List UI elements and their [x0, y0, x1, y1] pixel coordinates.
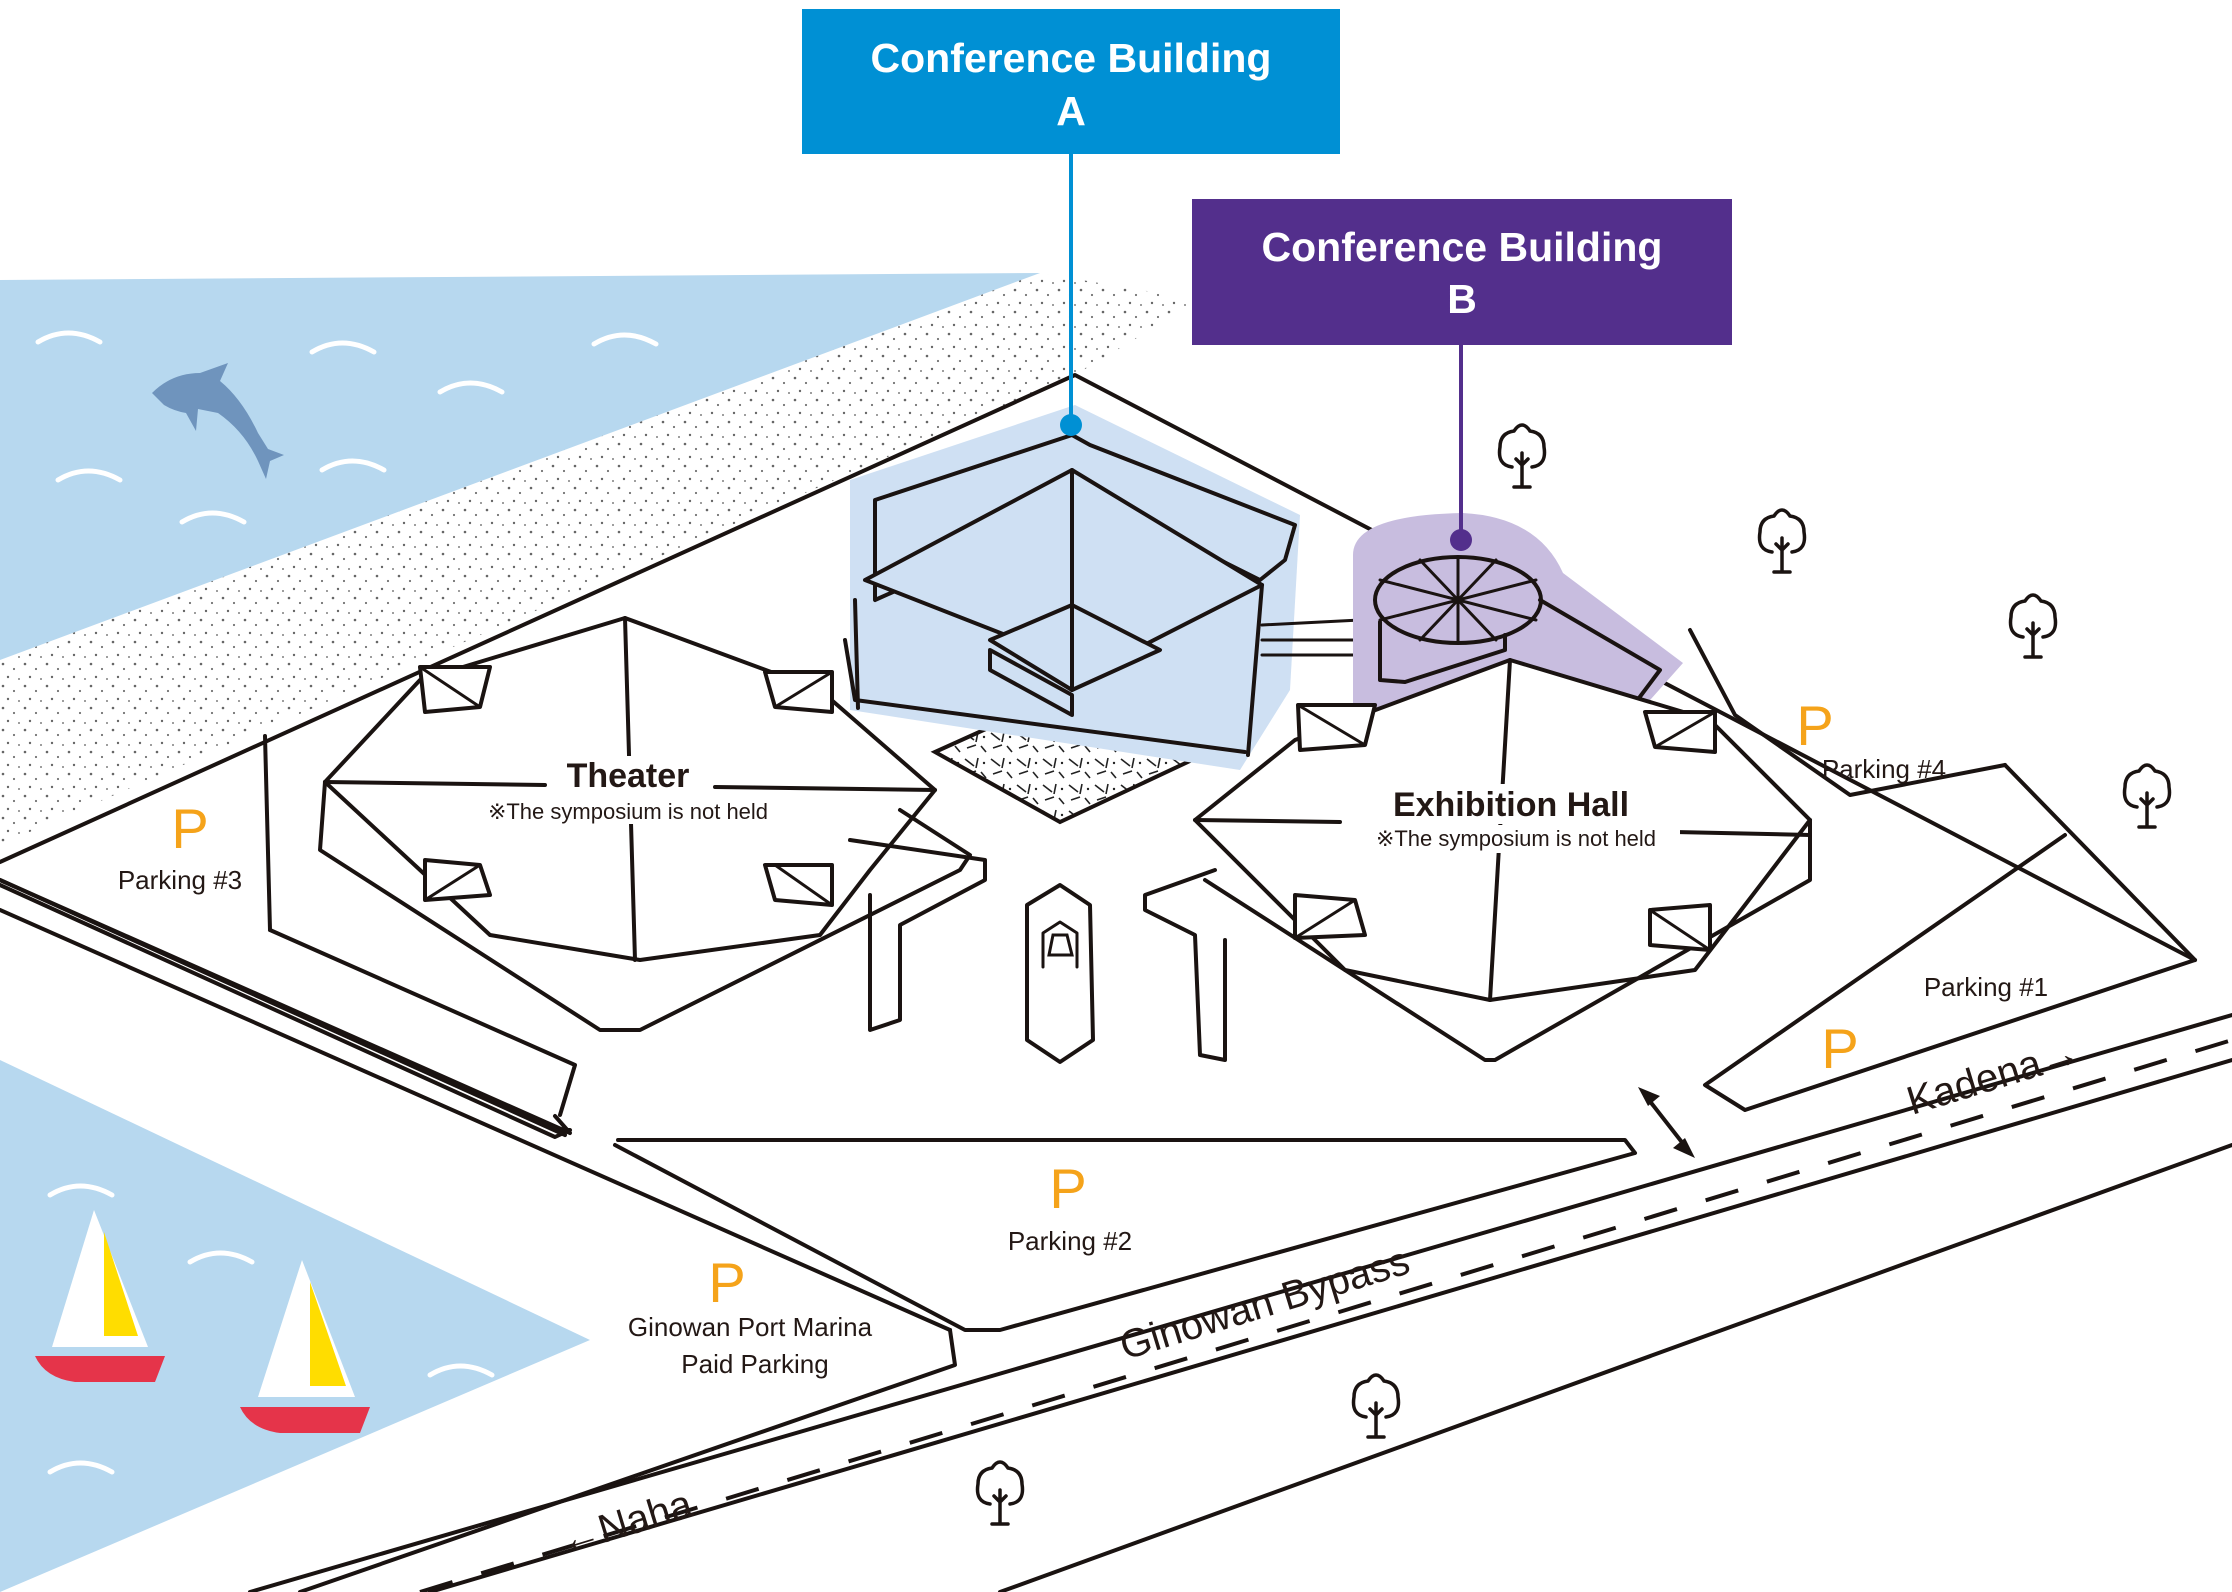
beach	[0, 273, 1200, 845]
site-roads	[0, 373, 2232, 1592]
marina-label-line2: Paid Parking	[681, 1349, 828, 1379]
parking-3[interactable]: P Parking #3	[118, 797, 242, 895]
bell-monument-icon	[1025, 883, 1095, 1064]
tree-icon	[1757, 508, 1807, 574]
parking-icon: P	[1821, 1017, 1858, 1080]
callout-b-line2: B	[1447, 276, 1477, 322]
parking-1[interactable]: P Parking #1	[1821, 972, 2048, 1080]
conference-building-a[interactable]	[843, 405, 1362, 770]
parking-marina[interactable]: P Ginowan Port Marina Paid Parking	[628, 1251, 873, 1379]
callout-conference-b[interactable]: Conference Building B	[1192, 199, 1732, 551]
theater-label: Theater	[567, 757, 690, 795]
sailboat-icon	[240, 1260, 370, 1433]
parking-icon: P	[708, 1251, 745, 1314]
conference-building-b[interactable]	[1353, 513, 1683, 723]
tree-icon	[1497, 423, 1547, 489]
wave-icons-north	[35, 330, 659, 525]
parking-icon: P	[1796, 694, 1833, 757]
tree-icon	[1351, 1373, 1401, 1439]
callout-a-line2: A	[1056, 88, 1086, 134]
tree-icon	[2122, 763, 2172, 829]
sailboat-icon	[35, 1210, 165, 1382]
parking-icon: P	[1049, 1157, 1086, 1220]
parking-4-label: Parking #4	[1822, 754, 1946, 784]
parking-icon: P	[171, 797, 208, 860]
tree-icon	[975, 1460, 1025, 1526]
marina-label-line1: Ginowan Port Marina	[628, 1312, 873, 1342]
wave-icons-south	[47, 1183, 495, 1475]
callout-b-line1: Conference Building	[1262, 224, 1663, 270]
callout-conference-a[interactable]: Conference Building A	[802, 9, 1340, 436]
callout-a-line1: Conference Building	[871, 35, 1272, 81]
parking-2-label: Parking #2	[1008, 1226, 1132, 1256]
parking-3-label: Parking #3	[118, 865, 242, 895]
theater-note: ※The symposium is not held	[488, 799, 768, 824]
exhibition-hall-label: Exhibition Hall	[1393, 786, 1629, 824]
parking-4[interactable]: P Parking #4	[1796, 694, 1946, 784]
naha-direction-label: ←Naha	[555, 1482, 698, 1564]
two-way-arrow-icon	[1638, 1087, 1695, 1158]
parking-2[interactable]: P Parking #2	[1008, 1157, 1132, 1256]
parking-1-label: Parking #1	[1924, 972, 2048, 1002]
exhibition-hall-note: ※The symposium is not held	[1376, 826, 1656, 851]
tree-icon	[2008, 593, 2058, 659]
dolphin-icon	[152, 363, 284, 479]
